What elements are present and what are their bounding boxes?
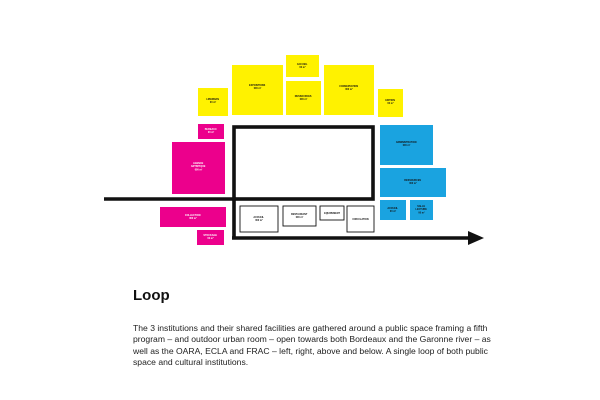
block-yellow-1: LIBERMAN 00 m²: [198, 88, 228, 116]
block-shared-1-line-2: 000 m²: [255, 218, 263, 222]
block-magenta-2-line-3: 000 m²: [195, 167, 203, 171]
svg-text:LIBERMAN 00 m²: LIBERMAN 00 m²: [206, 98, 219, 104]
block-blue-3: ACCUEIL 00 m²: [380, 200, 406, 220]
block-yellow-2-line-1: EXPOSITIONS: [249, 84, 266, 87]
block-blue-1-line-2: 000 m²: [403, 143, 411, 147]
svg-text:RESSOURCES 000 m²: RESSOURCES 000 m²: [295, 95, 312, 101]
block-shared-2-line-2: 000 m²: [296, 215, 304, 219]
svg-text:ACCUEIL 000 m²: ACCUEIL 000 m²: [253, 216, 264, 222]
block-yellow-5: CONSERVATION 000 m²: [324, 65, 374, 115]
block-shared-3: EQUIPEMENT: [319, 205, 345, 221]
description-paragraph: The 3 institutions and their shared faci…: [133, 323, 491, 368]
svg-text:COLLECTION 000 m²: COLLECTION 000 m²: [185, 214, 201, 220]
svg-text:BUREAUX 00 m²: BUREAUX 00 m²: [205, 128, 218, 134]
block-blue-1-line-1: ADMINISTRATION: [396, 141, 417, 144]
block-shared-2: RESTAURANT 000 m²: [282, 205, 317, 227]
svg-text:EDITION 00 m²: EDITION 00 m²: [385, 99, 395, 105]
block-blue-3-line-2: 00 m²: [390, 209, 396, 213]
block-yellow-4-line-1: RESSOURCES: [295, 95, 312, 98]
block-magenta-3-line-2: 000 m²: [189, 216, 197, 220]
block-blue-4: SALLE LECTURE 00 m²: [410, 200, 433, 220]
block-shared-4: CIRCULATION: [346, 205, 375, 233]
block-yellow-5-line-2: 000 m²: [345, 87, 353, 91]
svg-text:SALLE LECTURE 00 m: SALLE LECTURE 00 m²: [416, 205, 428, 214]
block-blue-4-line-2: LECTURE: [416, 208, 428, 211]
block-yellow-6-line-2: 00 m²: [387, 101, 393, 105]
block-yellow-4: RESSOURCES 000 m²: [286, 81, 321, 115]
block-magenta-2-line-2: ARTISTIQUE: [191, 165, 206, 168]
block-yellow-2-line-2: 000 m²: [254, 86, 262, 90]
block-yellow-6: EDITION 00 m²: [378, 89, 403, 117]
program-diagram: LIBERMAN 00 m² EXPOSITIONS 000 m² ACCUEI…: [104, 55, 484, 245]
block-magenta-1: BUREAUX 00 m²: [198, 124, 224, 139]
svg-text:RESSOURCES 000 m²: RESSOURCES 000 m²: [404, 179, 421, 185]
block-yellow-1-line-1: LIBERMAN: [206, 98, 219, 101]
svg-text:CONSERVATION 000 m²: CONSERVATION 000 m²: [339, 85, 359, 91]
block-blue-2: RESSOURCES 000 m²: [380, 168, 446, 197]
block-magenta-1-line-2: 00 m²: [208, 130, 214, 134]
block-blue-2-line-2: 000 m²: [409, 181, 417, 185]
svg-text:EXPOSITIONS 000 m²: EXPOSITIONS 000 m²: [249, 84, 266, 90]
block-yellow-2: EXPOSITIONS 000 m²: [232, 65, 283, 115]
block-blue-4-line-1: SALLE: [417, 205, 425, 208]
block-yellow-3: ACCUEIL 00 m²: [286, 55, 319, 77]
block-yellow-4-line-2: 000 m²: [300, 97, 308, 101]
block-magenta-4: STOCKAGE 00 m²: [197, 230, 224, 245]
block-yellow-6-line-1: EDITION: [385, 99, 395, 102]
svg-text:STOCKAGE 00 m²: STOCKAGE 00 m²: [203, 234, 217, 240]
block-yellow-1-line-2: 00 m²: [210, 100, 216, 104]
svg-text:ACCUEIL 00 m²: ACCUEIL 00 m²: [297, 63, 308, 69]
svg-text:ADMINISTRATION 000 m²: ADMINISTRATION 000 m²: [396, 141, 417, 147]
block-magenta-2: AGENCE ARTISTIQUE 000 m²: [172, 142, 225, 194]
block-blue-3-line-1: ACCUEIL: [387, 207, 398, 210]
block-shared-2-line-1: RESTAURANT: [291, 213, 308, 216]
svg-text:EQUIPEMENT: EQUIPEMENT: [324, 212, 340, 215]
block-shared-4-line-1: CIRCULATION: [352, 218, 369, 221]
block-blue-1: ADMINISTRATION 000 m²: [380, 125, 433, 165]
block-yellow-3-line-2: 00 m²: [299, 65, 305, 69]
svg-text:ACCUEIL 00 m²: ACCUEIL 00 m²: [387, 207, 398, 213]
block-magenta-4-line-2: 00 m²: [207, 236, 213, 240]
svg-text:RESTAURANT 000 m²: RESTAURANT 000 m²: [291, 213, 308, 219]
block-shared-1-line-1: ACCUEIL: [253, 216, 264, 219]
block-magenta-1-line-1: BUREAUX: [205, 128, 217, 131]
block-blue-2-line-1: RESSOURCES: [404, 179, 421, 182]
block-magenta-2-line-1: AGENCE: [193, 162, 204, 165]
block-shared-1: ACCUEIL 000 m²: [239, 205, 279, 233]
block-blue-4-line-3: 00 m²: [418, 210, 424, 214]
svg-text:AGENCE ARTISTIQUE: AGENCE ARTISTIQUE 000 m²: [191, 162, 206, 171]
block-shared-3-line-1: EQUIPEMENT: [324, 212, 340, 215]
svg-text:CIRCULATION: CIRCULATION: [352, 218, 369, 221]
public-space-frame: [232, 125, 375, 201]
block-magenta-3-line-1: COLLECTION: [185, 214, 201, 217]
block-yellow-5-line-1: CONSERVATION: [339, 85, 358, 88]
section-heading: Loop: [133, 287, 170, 304]
block-magenta-3: COLLECTION 000 m²: [160, 207, 226, 227]
block-magenta-4-line-1: STOCKAGE: [203, 234, 217, 237]
block-yellow-3-line-1: ACCUEIL: [297, 63, 308, 66]
arrowhead-icon: [468, 231, 484, 245]
